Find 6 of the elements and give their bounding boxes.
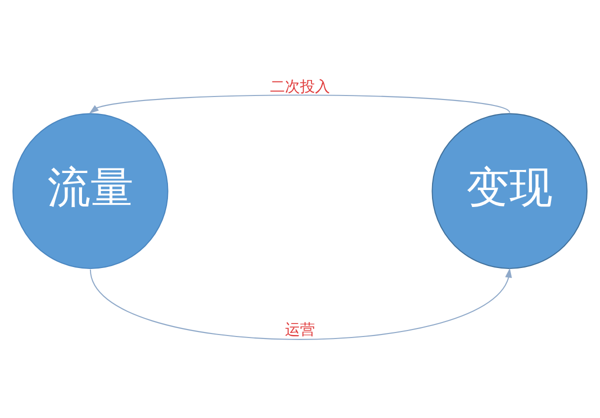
arrow	[89, 94, 510, 114]
edge-label: 二次投入	[270, 76, 330, 95]
arrow	[90, 267, 512, 340]
node-circle: 变现	[432, 112, 588, 269]
node-circle: 流量	[12, 112, 168, 269]
edge-label: 运营	[285, 320, 315, 338]
